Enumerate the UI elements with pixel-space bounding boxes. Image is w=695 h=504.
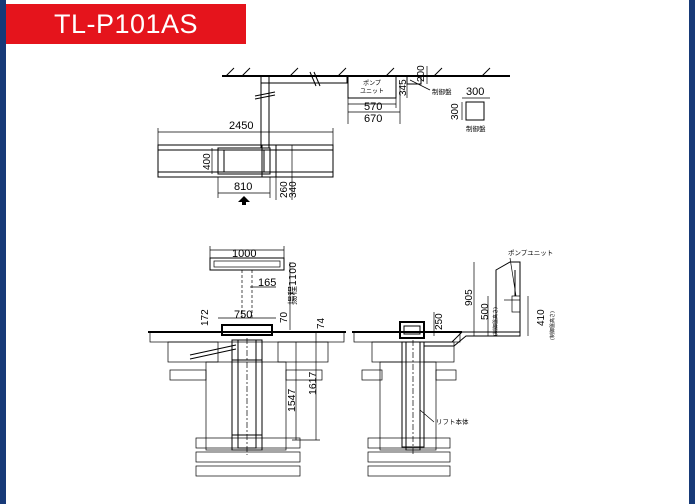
pump-unit-side <box>495 261 521 337</box>
front-elevation: 1000 165 揚程1100 172 70 74 750 <box>148 246 346 477</box>
dim-905: 905 <box>464 289 475 306</box>
control-panel-detail <box>465 101 485 121</box>
dim-810: 810 <box>234 181 252 193</box>
control-panel-label: 制御盤 <box>432 87 452 96</box>
dim-500: 500 <box>480 303 491 320</box>
pump-unit-label-line2: ユニット <box>360 88 384 95</box>
dim-1617: 1617 <box>307 371 319 395</box>
runway-plan <box>157 144 334 178</box>
front-brick-blocks <box>169 369 323 477</box>
dim-250: 250 <box>434 313 445 330</box>
dim-2450: 2450 <box>229 120 253 132</box>
lift-body-label: リフト本体 <box>436 417 469 426</box>
dim-70: 70 <box>279 311 290 323</box>
dim-340: 340 <box>288 181 299 198</box>
dim-165: 165 <box>258 277 276 289</box>
dim-750: 750 <box>234 309 252 321</box>
dim-300-depth: 300 <box>450 103 461 120</box>
dim-1547: 1547 <box>286 388 298 412</box>
dim-200: 200 <box>416 65 427 82</box>
dim-300-width: 300 <box>466 86 484 98</box>
dim-74: 74 <box>316 317 327 329</box>
dim-345: 345 <box>398 79 409 96</box>
dim-stroke-1100: 揚程1100 <box>287 262 299 305</box>
dim-260: 260 <box>279 181 290 198</box>
side-brick-blocks <box>361 369 457 477</box>
pump-unit-label-line1: ポンプ <box>363 79 381 87</box>
dim-172: 172 <box>200 309 211 326</box>
dim-570: 570 <box>364 101 382 113</box>
model-title-badge: TL-P101AS <box>6 4 246 44</box>
dim-400: 400 <box>202 153 213 170</box>
dim-410-note: (制御盤高さ) <box>549 311 556 340</box>
wall-hatching <box>225 67 491 77</box>
dim-410: 410 <box>536 309 547 326</box>
dim-500-note: (制御盤高さ) <box>492 307 499 336</box>
pump-unit-plan <box>347 75 397 99</box>
side-elevation: 250 ポンプユニット 905 500 (制御盤高さ) 410 (制御盤高さ) <box>352 249 556 477</box>
direction-arrow-icon <box>238 196 250 202</box>
plan-view: ポンプ ユニット 制御盤 570 670 345 200 300 300 制御盤 <box>157 65 510 205</box>
dim-1000: 1000 <box>232 248 256 260</box>
control-panel-label-2: 制御盤 <box>466 124 486 133</box>
pump-unit-side-label: ポンプユニット <box>508 249 553 257</box>
dim-670: 670 <box>364 113 382 125</box>
